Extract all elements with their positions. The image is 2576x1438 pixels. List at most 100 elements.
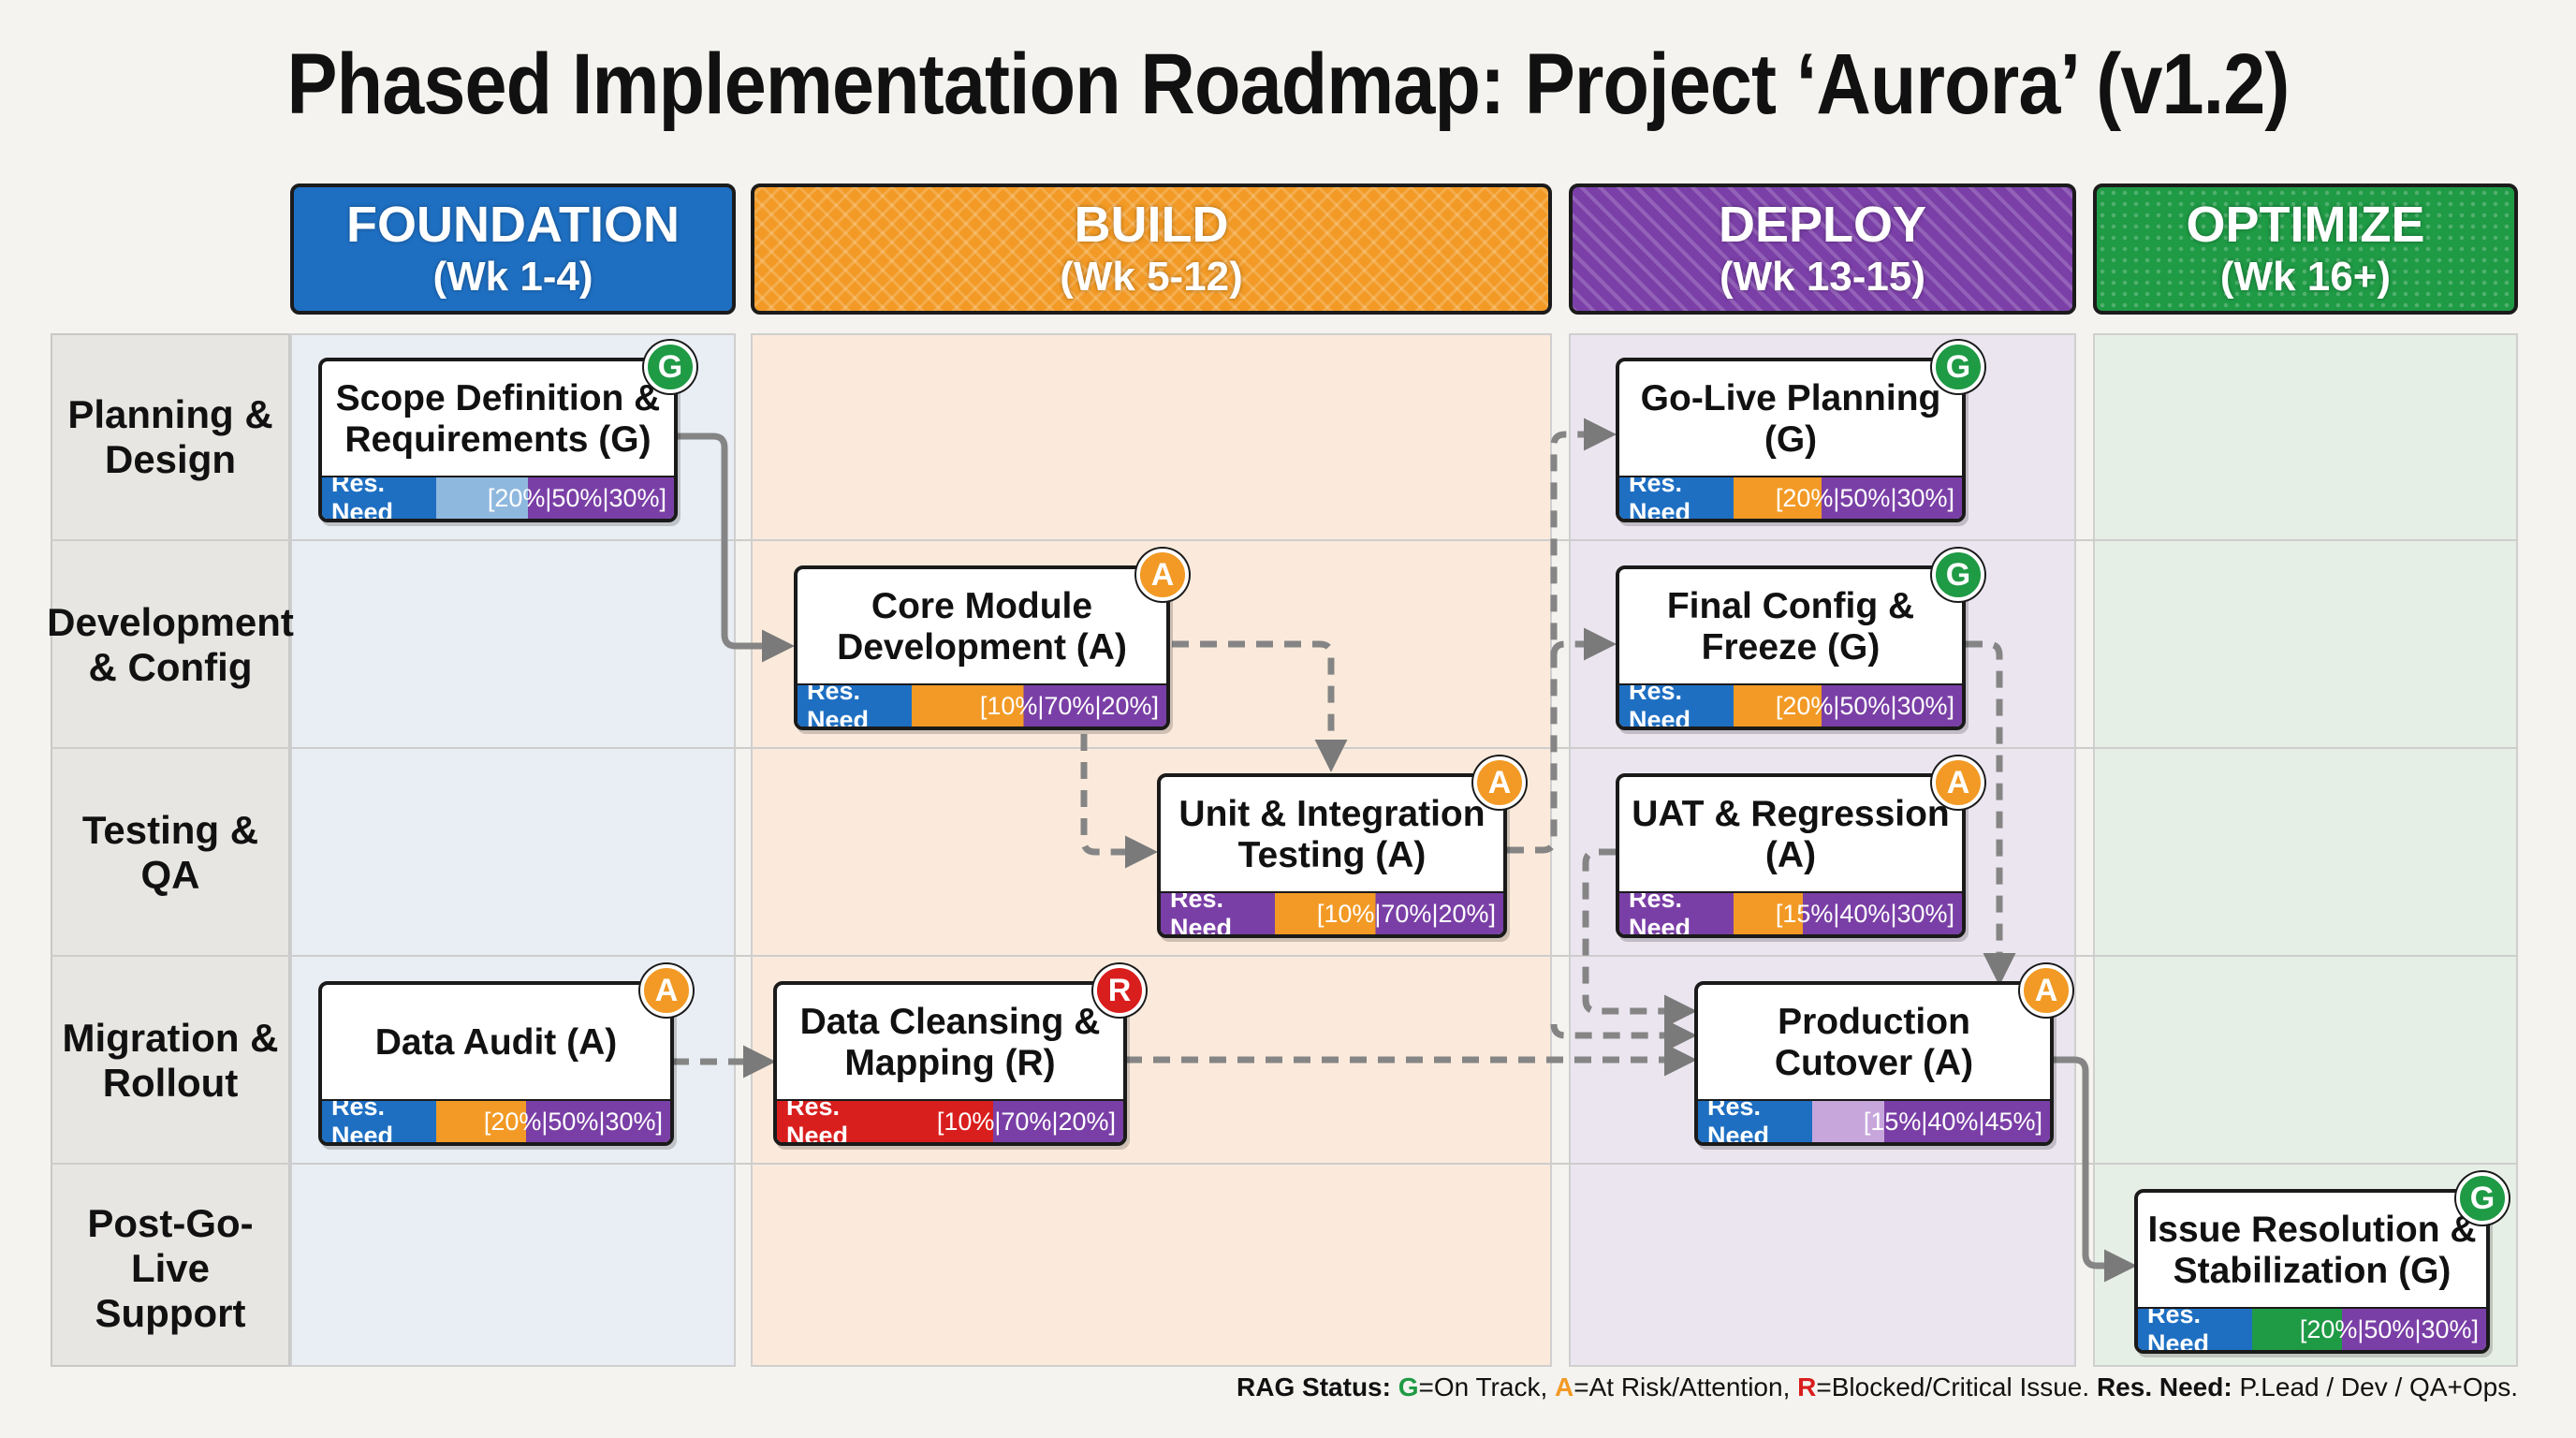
phase-weeks: (Wk 5-12) — [1060, 254, 1243, 300]
rag-badge: A — [2020, 964, 2072, 1017]
resource-label: Res. Need — [1619, 477, 1734, 519]
legend-amber-text: =At Risk/Attention, — [1573, 1372, 1791, 1401]
arrow-final-to-cutover — [1966, 640, 2016, 986]
task-title: Go-Live Planning (G) — [1640, 378, 1941, 460]
resource-allocation-bar: [20%|50%|30%] — [1734, 685, 1962, 726]
arrow-core-to-unit — [1172, 640, 1348, 772]
resource-split-text: [10%|70%|20%] — [1316, 900, 1496, 928]
rag-badge: A — [1932, 756, 1984, 809]
resource-allocation-bar: [10%|70%|20%] — [912, 685, 1166, 726]
resource-split-text: [15%|40%|30%] — [1775, 900, 1954, 928]
task-card-production-cutover[interactable]: Production Cutover (A) Res. Need [15%|40… — [1694, 964, 2072, 1146]
resource-split-text: [10%|70%|20%] — [936, 1108, 1116, 1136]
rag-badge: G — [2456, 1172, 2509, 1225]
resource-label: Res. Need — [1161, 893, 1275, 934]
rag-badge: A — [640, 964, 693, 1017]
resource-label: Res. Need — [2138, 1309, 2252, 1350]
resource-split-text: [15%|40%|45%] — [1863, 1108, 2042, 1136]
resource-bar: Res. Need [20%|50%|30%] — [2138, 1307, 2486, 1350]
legend-red-text: =Blocked/Critical Issue. — [1816, 1372, 2090, 1401]
resource-split-text: [20%|50%|30%] — [1775, 692, 1954, 720]
task-card-data-audit[interactable]: Data Audit (A) Res. Need [20%|50%|30%] A — [318, 964, 693, 1146]
resource-allocation-bar: [10%|70%|20%] — [1275, 893, 1503, 934]
row-label-development: Development & Config — [47, 600, 294, 689]
resource-bar: Res. Need [15%|40%|30%] — [1619, 891, 1962, 934]
legend: RAG Status: G=On Track, A=At Risk/Attent… — [1237, 1372, 2518, 1402]
rag-badge: G — [644, 341, 696, 393]
resource-bar: Res. Need [10%|70%|20%] — [798, 683, 1166, 726]
row-divider — [51, 955, 2518, 957]
resource-label: Res. Need — [1698, 1101, 1812, 1142]
phase-weeks: (Wk 13-15) — [1719, 254, 1926, 300]
resource-label: Res. Need — [1619, 685, 1734, 726]
resource-allocation-bar: [15%|40%|45%] — [1812, 1101, 2050, 1142]
phase-header-optimize: OPTIMIZE (Wk 16+) — [2093, 183, 2518, 315]
arrow-scope-to-core — [676, 433, 795, 663]
legend-green-text: =On Track, — [1418, 1372, 1548, 1401]
arrow-unit-to-final — [1550, 627, 1617, 661]
legend-rag-label: RAG Status: — [1237, 1372, 1391, 1401]
row-label-testing: Testing & QA — [81, 808, 259, 897]
rag-badge: G — [1932, 341, 1984, 393]
row-label-migration: Migration & Rollout — [62, 1016, 279, 1105]
task-title: Unit & Integration Testing (A) — [1178, 794, 1486, 875]
rag-badge: R — [1093, 964, 1146, 1017]
legend-amber-key: A — [1555, 1372, 1574, 1401]
task-title: UAT & Regression (A) — [1632, 794, 1950, 875]
resource-bar: Res. Need [15%|40%|45%] — [1698, 1099, 2050, 1142]
rag-badge: A — [1473, 756, 1526, 809]
row-label-column — [51, 333, 290, 1367]
task-title: Scope Definition & Requirements (G) — [335, 378, 661, 460]
phase-header-build: BUILD (Wk 5-12) — [751, 183, 1552, 315]
resource-bar: Res. Need [20%|50%|30%] — [322, 1099, 670, 1142]
arrow-unit-to-golive — [1507, 418, 1617, 854]
resource-bar: Res. Need [10%|70%|20%] — [1161, 891, 1503, 934]
resource-bar: Res. Need [20%|50%|30%] — [1619, 683, 1962, 726]
phase-header-deploy: DEPLOY (Wk 13-15) — [1569, 183, 2076, 315]
phase-header-foundation: FOUNDATION (Wk 1-4) — [290, 183, 736, 315]
row-divider — [51, 747, 2518, 749]
task-card-unit-integration-testing[interactable]: Unit & Integration Testing (A) Res. Need… — [1157, 756, 1526, 938]
task-title: Production Cutover (A) — [1774, 1002, 1974, 1083]
task-card-go-live-planning[interactable]: Go-Live Planning (G) Res. Need [20%|50%|… — [1616, 341, 1984, 522]
arrow-cutover-to-issue — [2054, 1056, 2137, 1283]
legend-red-key: R — [1797, 1372, 1817, 1401]
resource-allocation-bar: [15%|40%|30%] — [1734, 893, 1962, 934]
arrow-unit-to-cutover — [1550, 1019, 1697, 1052]
resource-allocation-bar: [20%|50%|30%] — [436, 1101, 670, 1142]
resource-allocation-bar: [20%|50%|30%] — [2252, 1309, 2486, 1350]
task-title: Final Config & Freeze (G) — [1666, 586, 1915, 668]
row-label-support: Post-Go-Live Support — [87, 1201, 254, 1335]
phase-weeks: (Wk 16+) — [2219, 254, 2392, 300]
phase-weeks: (Wk 1-4) — [432, 254, 593, 300]
phase-name: FOUNDATION — [346, 197, 680, 253]
task-card-uat-regression[interactable]: UAT & Regression (A) Res. Need [15%|40%|… — [1616, 756, 1984, 938]
resource-allocation-bar: [10%|70%|20%] — [891, 1101, 1123, 1142]
rag-badge: G — [1932, 549, 1984, 601]
task-title: Core Module Development (A) — [837, 586, 1127, 668]
task-card-scope-definition[interactable]: Scope Definition & Requirements (G) Res.… — [318, 341, 696, 522]
task-card-data-cleansing-mapping[interactable]: Data Cleansing & Mapping (R) Res. Need [… — [773, 964, 1146, 1146]
resource-allocation-bar: [20%|50%|30%] — [436, 477, 674, 519]
resource-label: Res. Need — [777, 1101, 891, 1142]
task-card-final-config-freeze[interactable]: Final Config & Freeze (G) Res. Need [20%… — [1616, 549, 1984, 730]
row-divider — [51, 539, 2518, 541]
task-title: Data Audit (A) — [374, 1022, 618, 1063]
resource-split-text: [10%|70%|20%] — [979, 692, 1159, 720]
page-title: Phased Implementation Roadmap: Project ‘… — [286, 37, 2291, 132]
resource-bar: Res. Need [20%|50%|30%] — [1619, 476, 1962, 519]
row-label-planning: Planning & Design — [67, 392, 273, 481]
resource-split-text: [20%|50%|30%] — [483, 1108, 663, 1136]
phase-name: DEPLOY — [1718, 197, 1927, 253]
task-card-issue-resolution[interactable]: Issue Resolution & Stabilization (G) Res… — [2134, 1172, 2509, 1354]
rag-badge: A — [1136, 549, 1189, 601]
resource-bar: Res. Need [10%|70%|20%] — [777, 1099, 1123, 1142]
resource-label: Res. Need — [322, 477, 436, 519]
legend-res-text: P.Lead / Dev / QA+Ops. — [2239, 1372, 2518, 1401]
resource-label: Res. Need — [1619, 893, 1734, 934]
arrow-core-to-unit-left — [1080, 734, 1158, 869]
resource-label: Res. Need — [322, 1101, 436, 1142]
task-card-core-module-development[interactable]: Core Module Development (A) Res. Need [1… — [794, 549, 1189, 730]
resource-label: Res. Need — [798, 685, 912, 726]
